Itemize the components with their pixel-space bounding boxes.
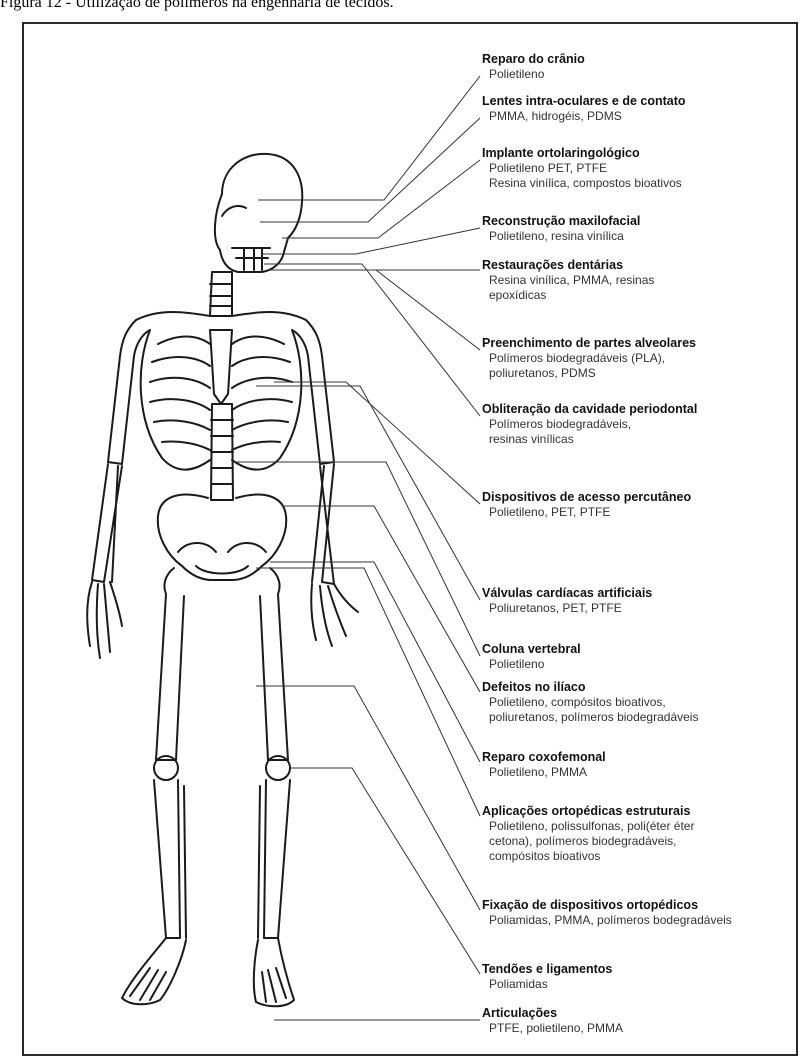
leader-line: [274, 382, 480, 504]
annotation-materials: Resina vinílica, compostos bioativos: [482, 176, 682, 191]
annotation-materials: Polietileno, compósitos bioativos,: [482, 695, 698, 710]
annotation-materials: Polímeros biodegradáveis (PLA),: [482, 351, 696, 366]
annotation-materials: Polietileno, PET, PTFE: [482, 505, 691, 520]
leader-line: [290, 768, 480, 974]
annotation-materials: Polietileno PET, PTFE: [482, 161, 682, 176]
cervical-spine: [210, 272, 232, 316]
leader-line: [260, 118, 480, 222]
annotation-materials: Polietileno: [482, 67, 585, 82]
annotation-title: Defeitos no ilíaco: [482, 680, 698, 695]
annotation-title: Coluna vertebral: [482, 642, 581, 657]
hand-left: [87, 582, 122, 658]
annotation-materials: Poliamidas: [482, 977, 612, 992]
annotation-title: Preenchimento de partes alveolares: [482, 336, 696, 351]
humerus-right: [292, 320, 334, 464]
annotation-materials: Poliamidas, PMMA, polímeros bodegradávei…: [482, 913, 732, 928]
annotation-title: Dispositivos de acesso percutâneo: [482, 490, 691, 505]
annotation-title: Reconstrução maxilofacial: [482, 214, 640, 229]
annotation-materials: poliuretanos, PDMS: [482, 366, 696, 381]
annotation-materials: Polímeros biodegradáveis,: [482, 417, 697, 432]
leader-line: [258, 76, 480, 200]
annotation-title: Restaurações dentárias: [482, 258, 654, 273]
annotation-title: Articulações: [482, 1006, 623, 1021]
annotation-materials: Polietileno, polissulfonas, poli(éter ét…: [482, 819, 694, 834]
annotation-title: Tendões e ligamentos: [482, 962, 612, 977]
annotation-materials: Resina vinílica, PMMA, resinas: [482, 273, 654, 288]
annotation-materials: Poliuretanos, PET, PTFE: [482, 601, 652, 616]
forearm-left: [92, 464, 122, 582]
femur-right: [260, 568, 288, 760]
spine: [211, 404, 233, 500]
leader-line: [256, 568, 480, 816]
annotation-title: Obliteração da cavidade periodontal: [482, 402, 697, 417]
femur-left: [156, 568, 184, 760]
hand-right: [311, 584, 358, 646]
annotation-title: Aplicações ortopédicas estruturais: [482, 804, 694, 819]
annotation-materials: resinas vinílicas: [482, 432, 697, 447]
annotation-materials: epoxídicas: [482, 288, 654, 303]
annotation-title: Implante ortolaringológico: [482, 146, 682, 161]
annotation-materials: PTFE, polietileno, PMMA: [482, 1021, 623, 1036]
tibia-right: [258, 780, 290, 938]
annotation-materials: PMMA, hidrogéis, PDMS: [482, 109, 686, 124]
sternum: [210, 330, 232, 404]
pelvis: [158, 495, 286, 580]
annotation-title: Válvulas cardíacas artificiais: [482, 586, 652, 601]
annotation-title: Reparo coxofemonal: [482, 750, 606, 765]
annotation-title: Lentes intra-oculares e de contato: [482, 94, 686, 109]
leader-line: [262, 228, 480, 254]
annotation-materials: compósitos bioativos: [482, 849, 694, 864]
annotation-materials: cetona), polímeros biodegradáveis,: [482, 834, 694, 849]
annotation-materials: Polietileno, resina vinílica: [482, 229, 640, 244]
forearm-right: [312, 464, 334, 584]
annotation-materials: Polietileno, PMMA: [482, 765, 606, 780]
humerus-left: [108, 320, 150, 464]
tibia-left: [154, 780, 186, 938]
annotation-materials: Polietileno: [482, 657, 581, 672]
leader-line: [282, 160, 480, 238]
annotation-title: Fixação de dispositivos ortopédicos: [482, 898, 732, 913]
annotation-materials: poliuretanos, polímeros biodegradáveis: [482, 710, 698, 725]
annotation-title: Reparo do crânio: [482, 52, 585, 67]
